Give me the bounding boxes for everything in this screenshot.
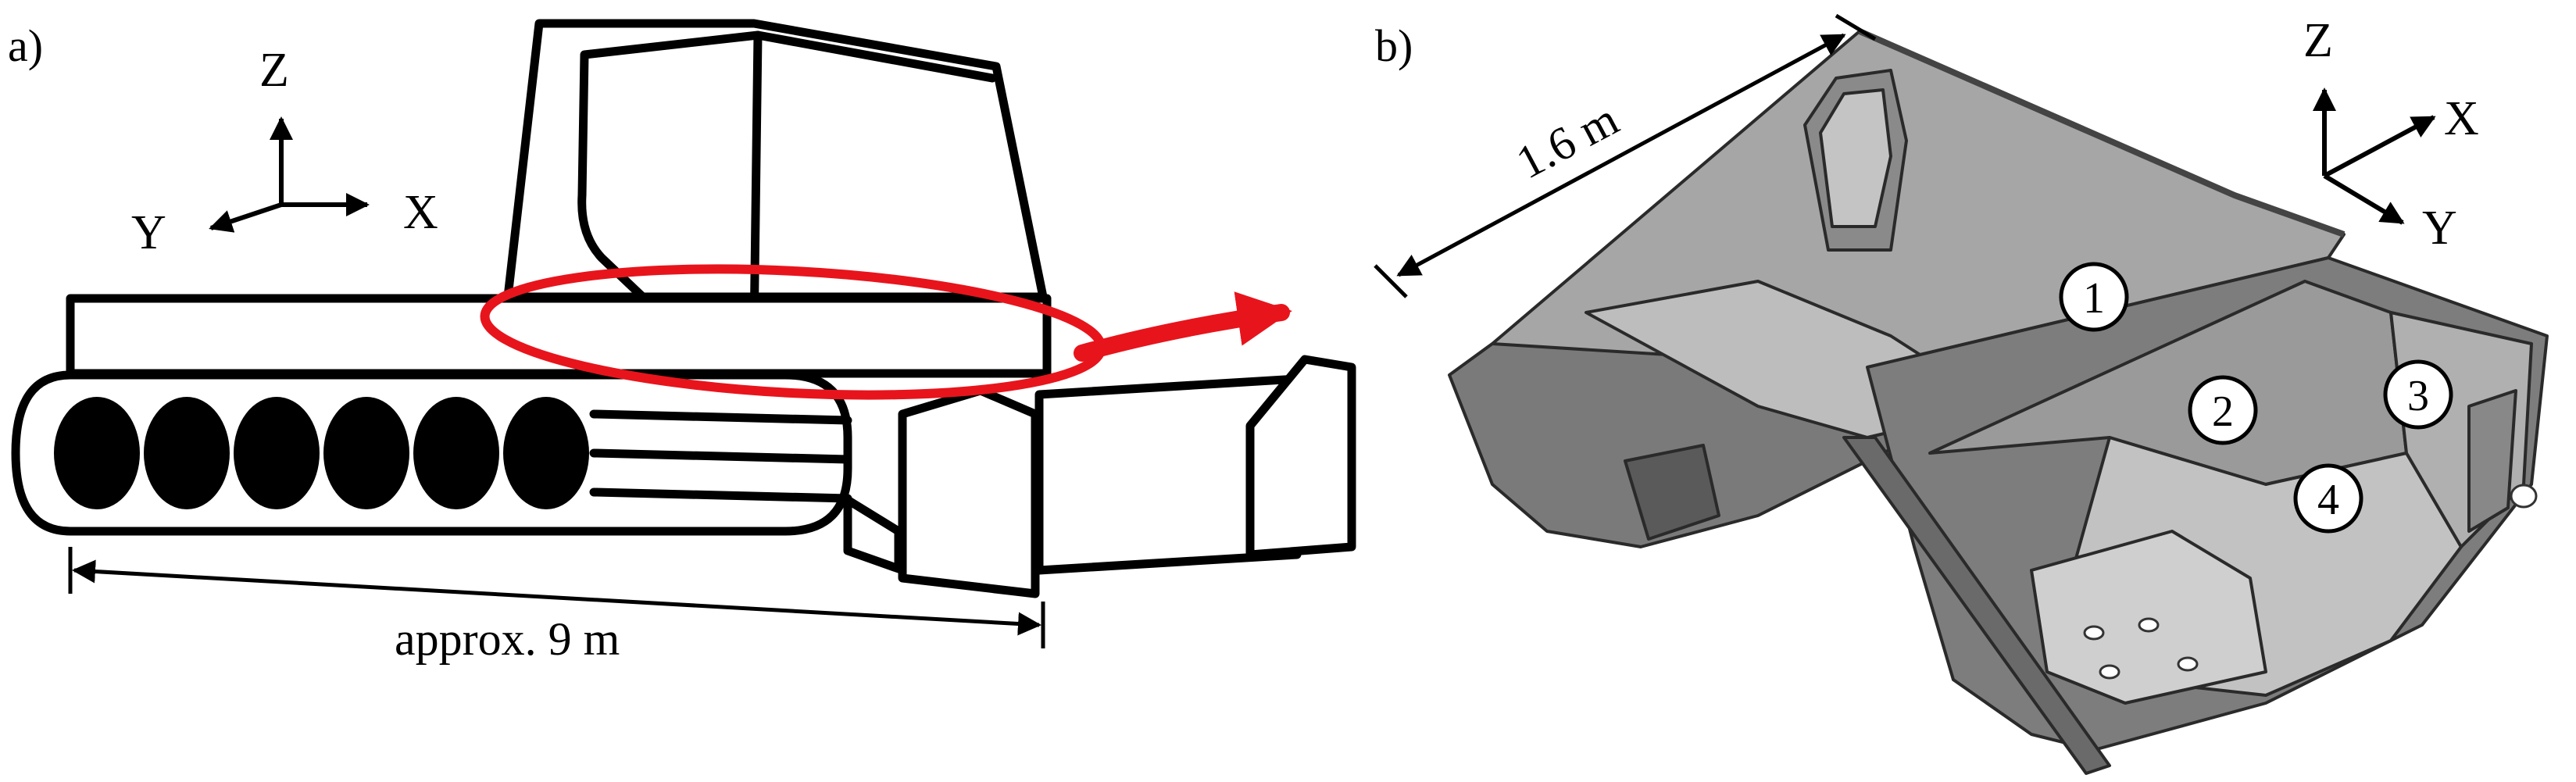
highlight-arrow — [1074, 291, 1292, 362]
part-step — [2030, 530, 2267, 705]
part-lower-box — [1624, 444, 1720, 541]
dimension-label-width: 1.6 m — [1508, 93, 1627, 188]
part-side-slot — [2467, 389, 2517, 533]
length-dimension — [68, 547, 1045, 648]
dim-line-length — [72, 559, 1041, 636]
cabin-roof-line — [753, 30, 997, 83]
region-4-label: 4 — [2317, 476, 2339, 524]
region-2-circle — [2188, 375, 2258, 445]
width-dimension — [1374, 13, 1877, 298]
wheel-3 — [234, 397, 320, 509]
cabin-outline — [503, 19, 1048, 302]
axis-label-y: Y — [131, 206, 166, 259]
y-axis-arrow — [209, 202, 282, 233]
region-3-circle — [2383, 359, 2453, 430]
region-markers — [2059, 262, 2453, 534]
b-axis-label-z: Z — [2303, 14, 2333, 67]
wheel-6 — [503, 397, 589, 509]
hole-2 — [2138, 617, 2160, 633]
region-1-circle — [2059, 262, 2129, 332]
b-y-axis-arrow — [2323, 173, 2405, 225]
wheel-4 — [323, 397, 409, 509]
panel-b-label: b) — [1375, 20, 1413, 71]
hole-4 — [2177, 656, 2199, 672]
dim-tick-b1 — [1374, 264, 1408, 298]
region-1-label: 1 — [2083, 274, 2105, 323]
axis-label-x: X — [403, 186, 438, 239]
track-line-2 — [589, 448, 852, 464]
b-x-axis-arrow — [2323, 115, 2436, 178]
blade-side — [1245, 355, 1356, 559]
region-3-label: 3 — [2407, 372, 2429, 420]
wheel-5 — [413, 397, 499, 509]
vehicle-sketch — [11, 19, 1356, 598]
b-axis-label-y: Y — [2422, 202, 2457, 255]
axis-label-z: Z — [259, 44, 289, 97]
hole-5 — [2510, 484, 2538, 509]
dim-tick-b2 — [1835, 13, 1877, 41]
hole-1 — [2083, 625, 2105, 641]
front-blade — [898, 386, 1040, 598]
cabin-floor-part — [1448, 28, 2549, 775]
wheels — [54, 397, 589, 509]
rear-link — [843, 495, 903, 573]
wheel-2 — [144, 397, 230, 509]
b-axis-label-x: X — [2444, 92, 2479, 145]
track-line-3 — [589, 487, 852, 503]
wheel-1 — [54, 397, 140, 509]
panel-b-axes — [2313, 87, 2436, 225]
part-holes — [2083, 484, 2538, 680]
dim-line-width — [1396, 33, 1846, 277]
region-4-circle — [2293, 463, 2363, 534]
vehicle-body — [66, 294, 1052, 378]
track-line-1 — [589, 409, 852, 425]
hole-3 — [2099, 664, 2120, 680]
panel-a-label: a) — [8, 20, 43, 71]
part-top-flange — [1858, 28, 2346, 237]
part-rail — [1842, 436, 2111, 775]
dimension-label-length: approx. 9 m — [395, 613, 620, 665]
panel-a-axes — [209, 116, 370, 233]
region-2-label: 2 — [2212, 387, 2234, 436]
